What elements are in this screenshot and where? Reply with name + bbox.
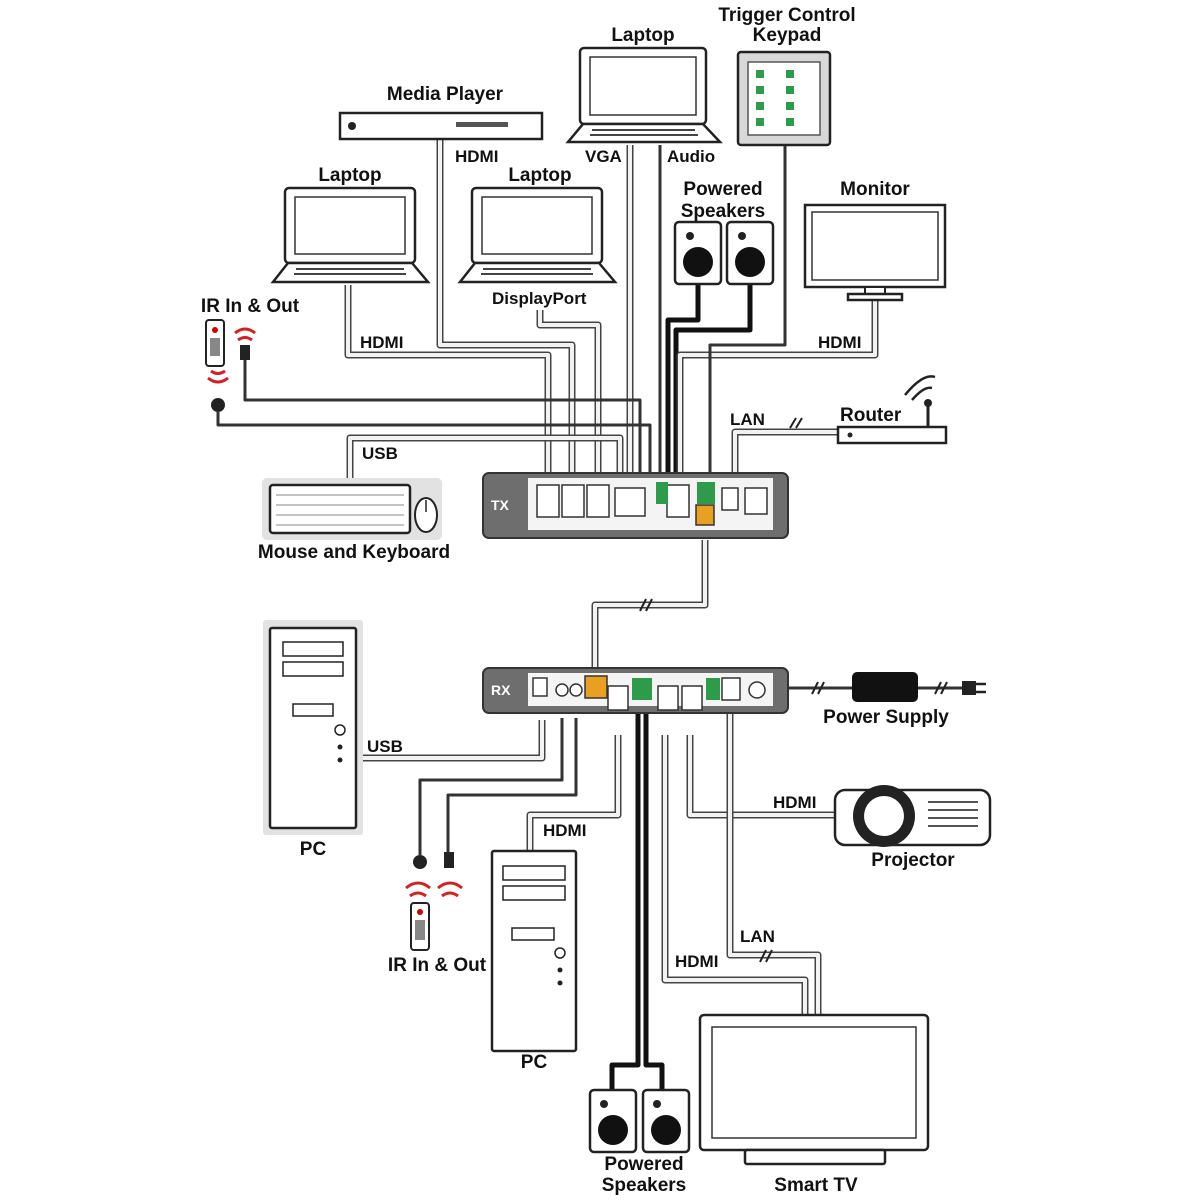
label-ir-bottom: IR In & Out bbox=[388, 955, 487, 976]
label-usb-pc: USB bbox=[367, 737, 403, 756]
cable-powered-speakers-top bbox=[665, 285, 701, 480]
powered-speakers-bottom bbox=[588, 1088, 691, 1154]
cable-trigger-keypad bbox=[708, 145, 787, 480]
label-powered-speakers-bottom-1: Powered bbox=[604, 1154, 683, 1175]
label-mouse-keyboard: Mouse and Keyboard bbox=[258, 542, 450, 563]
label-hdmi-projector: HDMI bbox=[773, 793, 816, 812]
cable-hdmi-tv bbox=[661, 735, 809, 1015]
label-monitor: Monitor bbox=[840, 179, 910, 200]
label-pc-center: PC bbox=[521, 1052, 548, 1073]
label-ir-top: IR In & Out bbox=[201, 296, 300, 317]
label-laptop-mid: Laptop bbox=[508, 165, 571, 186]
label-tx: TX bbox=[491, 497, 510, 513]
powered-speakers-top bbox=[673, 220, 775, 286]
cables bbox=[216, 140, 962, 1090]
router bbox=[836, 375, 948, 445]
laptop-top bbox=[565, 46, 723, 144]
label-audio: Audio bbox=[667, 147, 715, 166]
label-powered-speakers-top-2: Speakers bbox=[681, 201, 766, 222]
label-lan-top: LAN bbox=[730, 410, 765, 429]
smart-tv bbox=[698, 1013, 930, 1166]
label-lan-tv: LAN bbox=[740, 927, 775, 946]
ir-top bbox=[205, 319, 256, 412]
label-displayport: DisplayPort bbox=[492, 289, 587, 308]
trigger-keypad bbox=[736, 50, 832, 147]
labels: Trigger Control Keypad Laptop Media Play… bbox=[201, 5, 955, 1196]
label-projector: Projector bbox=[871, 850, 955, 871]
label-powered-speakers-top-1: Powered bbox=[683, 179, 762, 200]
label-vga: VGA bbox=[585, 147, 622, 166]
cable-ir-bottom bbox=[418, 718, 564, 855]
label-trigger-keypad-1: Trigger Control bbox=[718, 5, 855, 26]
label-usb-top: USB bbox=[362, 444, 398, 463]
break-marks bbox=[639, 417, 948, 963]
label-hdmi-monitor: HDMI bbox=[818, 333, 861, 352]
laptop-left bbox=[270, 186, 431, 284]
ir-bottom bbox=[405, 852, 463, 951]
tx-unit bbox=[482, 472, 789, 539]
label-media-player: Media Player bbox=[387, 84, 504, 105]
monitor bbox=[803, 203, 947, 302]
label-hdmi-tv: HDMI bbox=[675, 952, 718, 971]
label-smart-tv: Smart TV bbox=[774, 1175, 858, 1196]
mouse-keyboard bbox=[262, 478, 442, 540]
label-trigger-keypad-2: Keypad bbox=[753, 25, 822, 46]
label-hdmi-left: HDMI bbox=[360, 333, 403, 352]
laptop-middle bbox=[457, 186, 618, 284]
cable-ir-top bbox=[243, 360, 642, 480]
label-laptop-top: Laptop bbox=[611, 25, 674, 46]
projector bbox=[833, 785, 992, 847]
label-powered-speakers-bottom-2: Speakers bbox=[602, 1175, 687, 1196]
label-pc-left: PC bbox=[300, 839, 327, 860]
power-supply bbox=[852, 672, 986, 702]
label-rx: RX bbox=[491, 682, 511, 698]
label-power-supply: Power Supply bbox=[823, 707, 949, 728]
label-router: Router bbox=[840, 405, 902, 426]
label-hdmi-pc: HDMI bbox=[543, 821, 586, 840]
cable-powered-speakers-bottom bbox=[609, 710, 641, 1090]
media-player bbox=[338, 111, 544, 141]
pc-center bbox=[490, 849, 578, 1053]
rx-unit bbox=[482, 667, 789, 714]
cable-lan-tv bbox=[726, 710, 822, 1015]
label-laptop-left: Laptop bbox=[318, 165, 381, 186]
pc-left bbox=[263, 620, 363, 835]
label-hdmi-media: HDMI bbox=[455, 147, 498, 166]
